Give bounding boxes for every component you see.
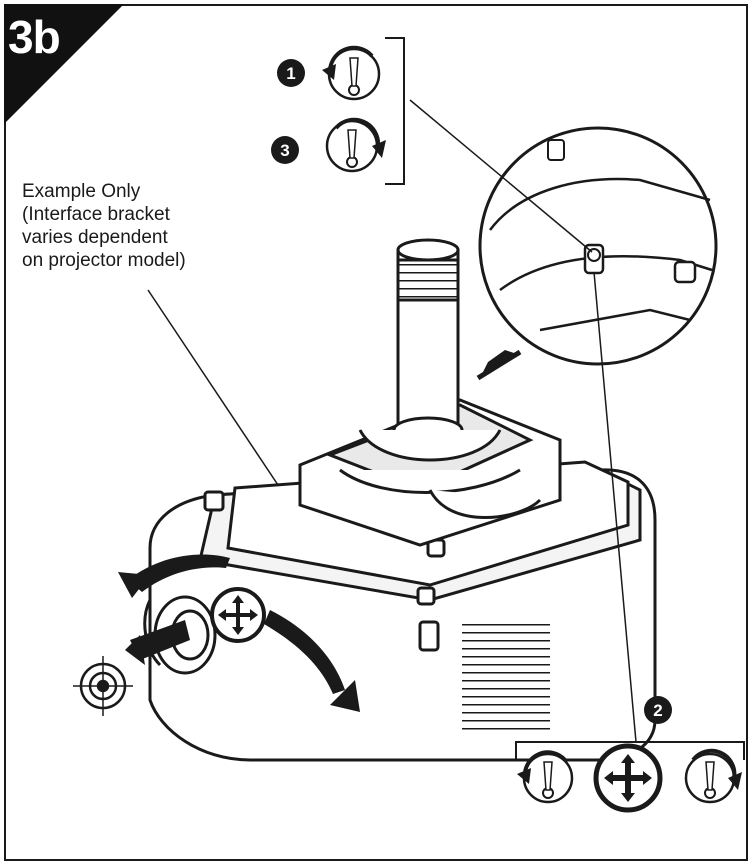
step-2-bracket (515, 741, 745, 760)
step-2-group (515, 696, 745, 813)
step-label: 3b (8, 11, 61, 63)
step-2-number: 2 (653, 701, 662, 720)
screw-loosen-counterclockwise-icon (517, 750, 574, 804)
example-note: Example Only (Interface bracket varies d… (22, 180, 186, 272)
page-frame (4, 4, 748, 861)
note-line: (Interface bracket (22, 204, 170, 225)
step-2-leader (593, 271, 637, 743)
note-line: on projector model) (22, 250, 186, 271)
note-pointer-line (147, 289, 279, 486)
screw-tighten-clockwise-icon (325, 117, 386, 173)
detail-callout (478, 126, 718, 366)
adjust-move-icon (210, 587, 266, 643)
step-3-badge (271, 136, 299, 164)
step-3-group (271, 117, 386, 173)
note-line: Example Only (22, 181, 141, 202)
projector-feet (203, 490, 446, 652)
step-corner-tab (4, 4, 124, 124)
target-crosshair-icon (73, 656, 133, 716)
step-3-number: 3 (280, 141, 289, 160)
step-1-group (277, 45, 381, 101)
step-1-3-leader (409, 99, 593, 253)
steps-1-3-bracket (385, 37, 405, 185)
step-2-badge (644, 696, 672, 724)
callout-arrow-shaft (476, 349, 522, 381)
screw-tighten-clockwise-icon (684, 748, 742, 804)
rotation-arrows (118, 554, 360, 712)
note-line: varies dependent (22, 227, 168, 248)
mount-assembly (298, 238, 562, 547)
step-1-badge (277, 59, 305, 87)
step-1-number: 1 (286, 64, 295, 83)
adjust-move-icon (593, 743, 663, 813)
screw-loosen-counterclockwise-icon (322, 45, 381, 101)
